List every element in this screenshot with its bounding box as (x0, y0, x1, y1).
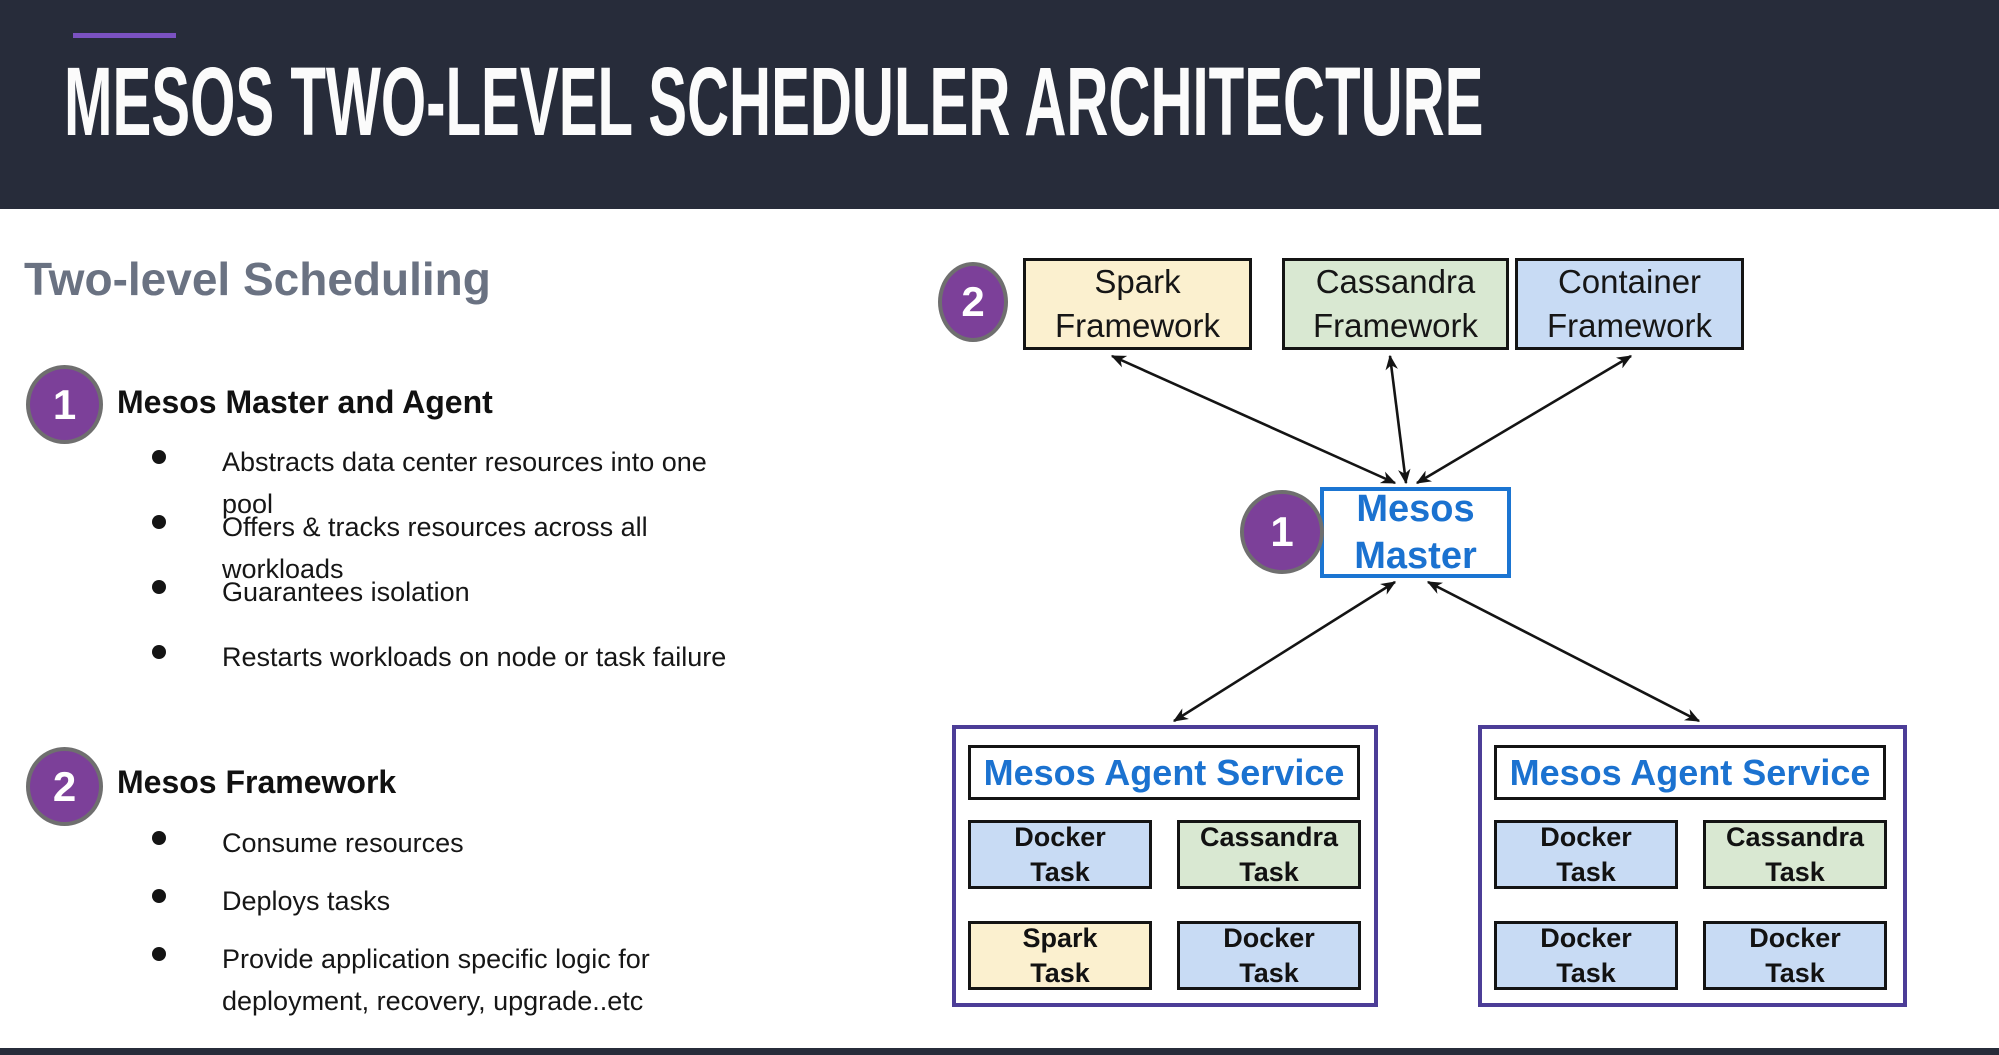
panel-heading: Two-level Scheduling (24, 253, 491, 305)
agent-service-label: Mesos Agent Service (983, 751, 1345, 793)
task-box: Docker Task (1494, 820, 1678, 889)
bullet-dot-icon (152, 831, 166, 845)
bullet-text: Deploys tasks (222, 886, 391, 916)
arrow-container-master (1415, 354, 1633, 485)
section-1-number: 1 (52, 380, 77, 428)
task-label-line1: Docker (1749, 923, 1841, 954)
task-label-line1: Docker (1223, 923, 1315, 954)
task-label-line2: Task (1556, 957, 1616, 988)
bullet-item: Guarantees isolation (152, 571, 470, 613)
task-label-line2: Task (1030, 957, 1090, 988)
task-label-line1: Spark (1022, 923, 1098, 954)
accent-line (73, 33, 176, 38)
framework-label: Cassandra Framework (1312, 263, 1479, 344)
arrow-spark-master (1110, 354, 1397, 485)
bullet-dot-icon (152, 450, 166, 464)
bullet-text: Consume resources (222, 828, 464, 858)
frameworks-badge: 2 (938, 262, 1008, 342)
arrow-cassandra-master (1385, 354, 1411, 485)
section-2-heading: Mesos Framework (117, 764, 397, 800)
bullet-dot-icon (152, 515, 166, 529)
bullet-text: Offers & tracks resources across all wor… (222, 512, 648, 584)
framework-box-container: Container Framework (1515, 258, 1744, 350)
task-box: Spark Task (968, 921, 1152, 990)
mesos-master-box: Mesos Master (1320, 487, 1511, 578)
section-1-heading: Mesos Master and Agent (117, 384, 493, 420)
task-label-line1: Docker (1540, 822, 1632, 853)
task-label-line1: Docker (1014, 822, 1106, 853)
master-badge-number: 1 (1270, 508, 1294, 555)
task-label-line1: Cassandra (1199, 822, 1339, 853)
framework-label: Container Framework (1546, 263, 1713, 344)
framework-label: Spark Framework (1054, 263, 1221, 344)
section-2-badge: 2 (26, 747, 103, 826)
agent-box-left: Mesos Agent Service Docker Task Cassandr… (952, 725, 1378, 1007)
arrow-master-agent-left (1172, 580, 1397, 723)
bullet-item: Deploys tasks (152, 880, 390, 922)
task-box: Docker Task (1494, 921, 1678, 990)
bottom-bar (0, 1048, 1999, 1055)
slide-title: MESOS TWO-LEVEL SCHEDULER ARCHITECTURE (64, 47, 1484, 156)
task-label-line2: Task (1030, 856, 1090, 887)
framework-box-spark: Spark Framework (1023, 258, 1252, 350)
task-box: Docker Task (1703, 921, 1887, 990)
task-box: Cassandra Task (1177, 820, 1361, 889)
arrow-master-agent-right (1426, 580, 1701, 723)
bullet-text: Guarantees isolation (222, 577, 470, 607)
bullet-item: Restarts workloads on node or task failu… (152, 636, 726, 678)
task-label-line2: Task (1239, 856, 1299, 887)
frameworks-badge-number: 2 (961, 278, 985, 325)
bullet-item: Provide application specific logic for d… (152, 938, 762, 1022)
task-label-line1: Docker (1540, 923, 1632, 954)
bullet-text: Abstracts data center resources into one… (222, 447, 707, 519)
task-box: Docker Task (1177, 921, 1361, 990)
mesos-master-label: Mesos Master (1354, 488, 1477, 577)
section-2-number: 2 (52, 762, 77, 810)
framework-box-cassandra: Cassandra Framework (1282, 258, 1509, 350)
task-label-line2: Task (1556, 856, 1616, 887)
agent-service-header: Mesos Agent Service (1494, 745, 1886, 800)
master-badge: 1 (1240, 490, 1324, 574)
agent-box-right: Mesos Agent Service Docker Task Cassandr… (1478, 725, 1907, 1007)
bullet-item: Offers & tracks resources across all wor… (152, 506, 762, 590)
task-label-line1: Cassandra (1725, 822, 1865, 853)
task-label-line2: Task (1765, 856, 1825, 887)
bullet-dot-icon (152, 645, 166, 659)
bullet-dot-icon (152, 580, 166, 594)
slide-header: MESOS TWO-LEVEL SCHEDULER ARCHITECTURE (0, 0, 1999, 209)
task-label-line2: Task (1239, 957, 1299, 988)
bullet-dot-icon (152, 889, 166, 903)
bullet-text: Provide application specific logic for d… (222, 944, 650, 1016)
bullet-text: Restarts workloads on node or task failu… (222, 642, 727, 672)
task-box: Docker Task (968, 820, 1152, 889)
bullet-dot-icon (152, 947, 166, 961)
task-label-line2: Task (1765, 957, 1825, 988)
agent-service-header: Mesos Agent Service (968, 745, 1360, 800)
bullet-item: Abstracts data center resources into one… (152, 441, 762, 525)
agent-service-label: Mesos Agent Service (1509, 751, 1871, 793)
task-box: Cassandra Task (1703, 820, 1887, 889)
bullet-item: Consume resources (152, 822, 464, 864)
section-1-badge: 1 (26, 365, 103, 444)
